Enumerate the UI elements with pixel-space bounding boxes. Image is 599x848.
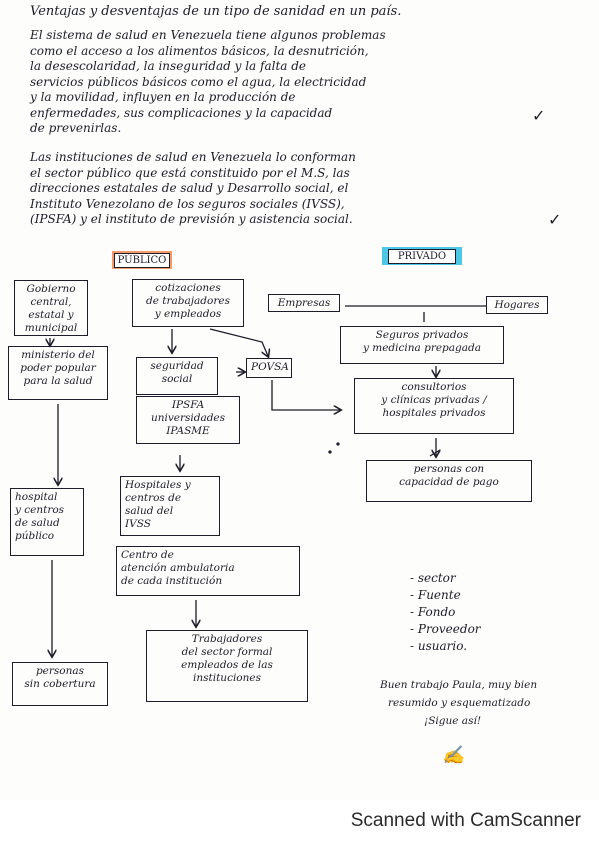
paragraph-2-line: direcciones estatales de salud y Desarro… (30, 181, 349, 195)
paragraph-1-line: El sistema de salud en Venezuela tiene a… (30, 28, 386, 42)
box-text: Gobierno (26, 283, 76, 295)
box-text: Centro de (121, 549, 174, 561)
paragraph-2: Las instituciones de salud en Venezuela … (30, 150, 356, 228)
box-text: instituciones (193, 672, 261, 684)
scanner-footer: Scanned with CamScanner (0, 800, 599, 848)
paragraph-1-line: y la movilidad, influyen en la producció… (30, 90, 296, 104)
page-title: Ventajas y desventajas de un tipo de san… (30, 4, 402, 19)
box-text: y medicina prepagada (362, 342, 482, 354)
box-text: de cada institución (121, 575, 223, 587)
note-line: resumido y esquematizado (388, 697, 531, 709)
box-text: IVSS (125, 518, 151, 530)
box-text: Hospitales y (125, 479, 191, 491)
paragraph-1-line: como el acceso a los alimentos básicos, … (30, 43, 369, 58)
hospital-publico-box: hospital y centros de salud público (10, 488, 84, 556)
box-text: IPASME (166, 425, 210, 437)
trabajadores-box: Trabajadores del sector formal empleados… (146, 630, 308, 702)
signature-icon: ✍ (442, 745, 465, 766)
box-text: personas con (413, 463, 485, 475)
hospitales-ivss-box: Hospitales y centros de salud del IVSS (120, 476, 220, 536)
box-text: público (15, 530, 55, 542)
paragraph-1-line: enfermedades, sus complicaciones y la ca… (30, 105, 333, 120)
legend-item: - sector (410, 571, 456, 585)
gobierno-box: Gobierno central, estatal y municipal (14, 280, 88, 336)
diagram-arrows (0, 305, 486, 800)
paragraph-1: El sistema de salud en Venezuela tiene a… (30, 28, 386, 137)
paragraph-2-line: Las instituciones de salud en Venezuela … (30, 150, 356, 164)
box-text: consultorios (401, 381, 467, 393)
legend-item: - Fondo (410, 605, 456, 619)
cotizaciones-box: cotizaciones de trabajadores y empleados (132, 279, 244, 327)
box-text: ministerio del (21, 349, 95, 361)
box-text: Trabajadores (191, 633, 263, 645)
box-text: central, (30, 296, 72, 308)
publico-header: PÚBLICO (114, 253, 170, 268)
box-text: del sector formal (181, 646, 273, 658)
note-line: Buen trabajo Paula, muy bien (380, 679, 538, 691)
ipsfa-box: IPSFA universidades IPASME (136, 396, 240, 444)
box-text: atención ambulatoria (121, 562, 235, 574)
seguridad-social-box: seguridad social (136, 357, 218, 395)
paragraph-2-line: Instituto Venezolano de los seguros soci… (30, 196, 345, 211)
box-text: seguridad (150, 360, 204, 372)
box-text: hospitales privados (382, 407, 486, 419)
scanned-page: Ventajas y desventajas de un tipo de san… (0, 4, 562, 800)
consultorios-box: consultorios y clínicas privadas / hospi… (354, 378, 514, 434)
box-text: y empleados (154, 308, 222, 320)
box-text: de salud (15, 517, 60, 529)
box-text: salud del (125, 505, 174, 517)
legend-item: - Proveedor (410, 622, 481, 636)
paragraph-1-line: de prevenirlas. (30, 121, 122, 135)
teacher-note: Buen trabajo Paula, muy bien resumido y … (380, 676, 537, 730)
seguros-box: Seguros privados y medicina prepagada (340, 326, 504, 364)
personas-pago-box: personas con capacidad de pago (366, 460, 532, 502)
box-text: poder popular (20, 362, 96, 374)
box-text: hospital (15, 491, 58, 503)
box-text: y clínicas privadas / (381, 394, 487, 406)
check-mark: ✓ (532, 106, 546, 125)
box-text: capacidad de pago (399, 476, 499, 488)
privado-header: PRIVADO (388, 249, 456, 264)
paragraph-2-line: (IPSFA) y el instituto de previsión y as… (30, 212, 353, 226)
box-text: y centros (15, 504, 65, 516)
box-text: de trabajadores (146, 295, 230, 307)
box-text: empleados de las (181, 659, 273, 671)
personas-sin-cobertura-box: personas sin cobertura (12, 662, 108, 706)
empresas-box: Empresas (268, 294, 340, 312)
paragraph-1-line: servicios públicos básicos como el agua,… (30, 74, 367, 89)
box-text: sin cobertura (24, 678, 96, 690)
footer-watermark: Scanned with CamScanner (350, 810, 581, 831)
note-line: ¡Sigue así! (424, 715, 482, 727)
box-text: IPSFA (171, 399, 205, 411)
legend-item: - Fuente (410, 588, 461, 602)
paragraph-2-line: el sector público que está constituido p… (30, 165, 350, 180)
ministerio-box: ministerio del poder popular para la sal… (8, 346, 108, 400)
paragraph-1-line: la desescolaridad, la inseguridad y la f… (30, 59, 307, 73)
box-text: personas (35, 665, 85, 677)
box-text: universidades (150, 412, 226, 424)
box-text: para la salud (23, 375, 93, 387)
box-text: Seguros privados (375, 329, 469, 341)
check-mark: ✓ (548, 210, 562, 229)
legend: - sector - Fuente - Fondo - Proveedor - … (410, 570, 481, 655)
legend-item: - usuario. (410, 639, 468, 653)
centro-atencion-box: Centro de atención ambulatoria de cada i… (116, 546, 300, 596)
hogares-box: Hogares (486, 296, 548, 314)
box-text: social (161, 373, 193, 385)
box-text: cotizaciones (155, 282, 221, 294)
box-text: estatal y (28, 309, 74, 321)
box-text: centros de (125, 492, 182, 504)
box-text: municipal (24, 322, 78, 334)
